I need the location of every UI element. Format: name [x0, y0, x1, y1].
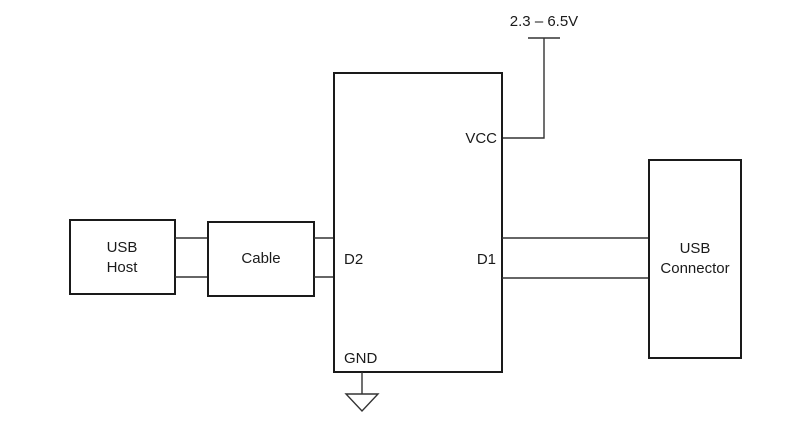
usb-connector-box: [648, 159, 742, 359]
pin-vcc-label: VCC: [465, 130, 497, 147]
cable-box: [207, 221, 315, 297]
supply-voltage-label: 2.3 – 6.5V: [510, 13, 578, 30]
device-box: [333, 72, 503, 373]
vcc-wire: [502, 38, 545, 139]
usb-connector-label-line2: Connector: [660, 260, 729, 277]
usb-host-box: [69, 219, 176, 295]
usb-host-label-line2: Host: [107, 259, 139, 276]
pin-d1-label: D1: [477, 251, 496, 268]
pin-d2-label: D2: [344, 251, 363, 268]
ground-icon: [344, 393, 380, 413]
usb-connector-label-line1: USB: [680, 240, 711, 257]
cable-label: Cable: [241, 250, 280, 267]
usb-host-label-line1: USB: [107, 239, 138, 256]
pin-gnd-label: GND: [344, 350, 378, 367]
